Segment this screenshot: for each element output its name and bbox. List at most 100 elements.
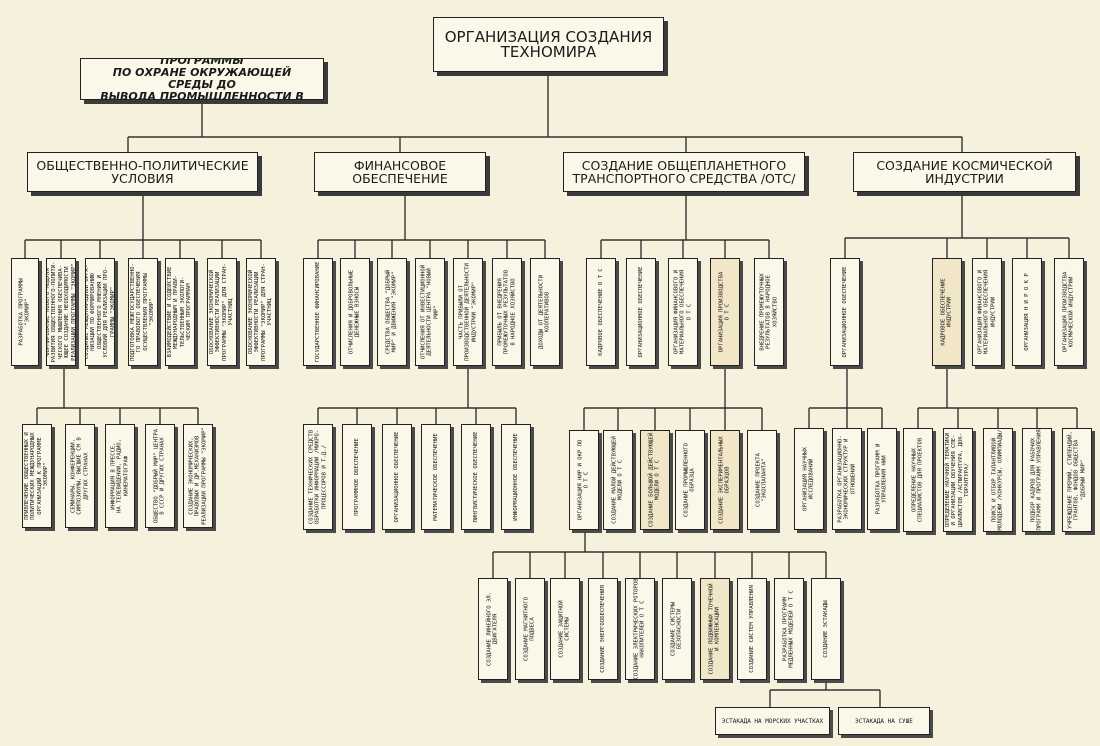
node-b3-text: СРЕДСТВА ОБЩЕСТВА "ДОБРЫЙ МИР" И ДВИЖЕНИ… (385, 269, 398, 355)
node-c4-text: ОРГАНИЗАЦИЯ ПРОИЗВОДСТВА О Т С (718, 271, 731, 353)
node-contributions: ОТЧИСЛЕНИЯ И ДОБРОВОЛЬНЫЕ ДЕНЕЖНЫЕ ВЗНОС… (340, 258, 370, 366)
node-industry-staffing: КАДРОВОЕ ОБЕСПЕЧЕНИЕ ИНДУСТРИИ (932, 258, 962, 366)
branch-4-line1: СОЗДАНИЕ КОСМИЧЕСКОЙ (876, 158, 1053, 173)
node-b1-text: ГОСУДАРСТВЕННОЕ ФИНАНСИРОВАНИЕ (314, 261, 321, 363)
branch-1-line1: ОБЩЕСТВЕННО-ПОЛИТИЧЕСКИЕ (36, 158, 249, 173)
node-j7-text: СОЗДАНИЕ ПОДВИЖНЫХ ТОЧЕЧНОЙ И КОМПЕНСАЦИ… (708, 583, 721, 675)
node-production-profit: ЧАСТЬ ПРИБЫЛИ ОТ ПРОИЗВОДСТВЕННОЙ ДЕЯТЕЛ… (453, 258, 483, 366)
node-i4-text: ПОДБОР КАДРОВ ДЛЯ РАБОЧИХ ПРОГРАММ И ПРО… (1030, 429, 1043, 531)
node-k2-text: ЭСТАКАДА НА СУШЕ (855, 717, 913, 725)
node-cooperative-income: ДОХОДЫ ОТ ДЕЯТЕЛЬНОСТИ КООПЕРАТИВОВ (530, 258, 560, 366)
node-k1-text: ЭСТАКАДА НА МОРСКИХ УЧАСТКАХ (721, 717, 824, 725)
node-d1-text: ОРГАНИЗАЦИОННОЕ ОБЕСПЕЧЕНИЕ (841, 266, 848, 358)
node-c3-text: ОРГАНИЗАЦИЯ ФИНАНСОВОГО И МАТЕРИАЛЬНОГО … (673, 269, 693, 355)
node-linguistic-support: ЛИНГВИСТИЧЕСКОЕ ОБЕСПЕЧЕНИЕ (461, 424, 491, 530)
node-industry-production: ОРГАНИЗАЦИЯ ПРОИЗВОДСТВА КОСМИЧЕСКОЙ ИНД… (1054, 258, 1084, 366)
node-i3-text: ПОИСК И ОТБОР ТАЛАНТЛИВОЙ МОЛОДЕЖИ /КОНК… (991, 429, 1004, 531)
node-program-management: РАЗРАБОТКА ПРОГРАММ И УПРАВЛЕНИЯ НИИ (867, 428, 897, 530)
programs-line1: ИНТЕНСИФИЦИРОВАННЫЕ ПРОГРАММЫ (160, 58, 244, 67)
node-ots-staffing: КАДРОВОЕ ОБЕСПЕЧЕНИЕ О Т С (586, 258, 616, 366)
node-i1-text: ОПРЕДЕЛЕНИЕ НАУЧНЫХ СПЕЦИАЛИСТОВ ДЛЯ ПРО… (911, 437, 924, 523)
node-f2-text: ПРОГРАММНОЕ ОБЕСПЕЧЕНИЕ (353, 438, 360, 516)
node-industrial-sample: СОЗДАНИЕ ПРОМЫШЛЕННОГО ОБРАЗЦА (675, 430, 705, 530)
node-f1-text: СОЗДАНИЕ ТЕХНИЧЕСКИХ СРЕДСТВ ОБРАБОТКИ И… (308, 429, 328, 525)
node-j4-text: СОЗДАНИЕ ЭНЕРГООБЕСПЕЧЕНИЯ (599, 585, 606, 673)
node-b6-text: ПРИБЫЛЬ ОТ ВНЕДРЕНИЯ ПРОМЕЖУТОЧНЫХ РЕЗУЛ… (497, 269, 517, 355)
node-c1-text: КАДРОВОЕ ОБЕСПЕЧЕНИЕ О Т С (597, 268, 604, 356)
node-define-specialists: ОПРЕДЕЛЕНИЕ НАУЧНЫХ СПЕЦИАЛИСТОВ ДЛЯ ПРО… (903, 428, 933, 532)
node-overpass: СОЗДАНИЕ ЭСТАКАДЫ (811, 578, 841, 680)
node-g4-text: СОЗДАНИЕ ПРОМЫШЛЕННОГО ОБРАЗЦА (683, 442, 696, 518)
node-g6-text: СОЗДАНИЕ ПРОЕКТА "ЭКОСПАЛАНТА" (755, 453, 768, 507)
node-a7: ОБОСНОВАНИЕ ЭКОНОМИЧЕСКОЙ ЭФФЕКТИВНОСТИ … (246, 258, 276, 366)
node-small-model: СОЗДАНИЕ МАЛОЙ ДЕЙСТВУЮЩЕЙ МОДЕЛИ О Т С (603, 430, 633, 530)
node-j3-text: СОЗДАНИЕ ЗАЩИТНОЙ СИСТЕМЫ (558, 600, 571, 658)
node-f3-text: ОРГАНИЗАЦИОННОЕ ОБЕСПЕЧЕНИЕ (393, 431, 400, 523)
node-a7-text: ОБОСНОВАНИЕ ЭКОНОМИЧЕСКОЙ ЭФФЕКТИВНОСТИ … (248, 263, 274, 361)
node-industry-finance: ОРГАНИЗАЦИЯ ФИНАНСОВОГО И МАТЕРИАЛЬНОГО … (972, 258, 1002, 366)
main-title-line1: ОРГАНИЗАЦИЯ СОЗДАНИЯ (444, 27, 653, 46)
node-d2-text: КАДРОВОЕ ОБЕСПЕЧЕНИЕ ИНДУСТРИИ (940, 278, 953, 346)
node-safety-system: СОЗДАНИЕ СИСТЕМЫ БЕЗОПАСНОСТИ (662, 578, 692, 680)
node-d3-text: ОРГАНИЗАЦИЯ ФИНАНСОВОГО И МАТЕРИАЛЬНОГО … (977, 269, 997, 355)
node-a3-text: СОЗДАНИЕ МЕЖДУНАРОДНОЙ ОРГА- НИЗАЦИИ ПО … (85, 264, 115, 360)
node-science-themes: ОПРЕДЕЛЕНИЕ НАУЧНОЙ ТЕМАТИКИ И ОРГАНИЗАЦ… (943, 428, 973, 532)
node-model-programs: РАЗРАБОТКА ПРОГРАММ МЕДЛЕННЫХ МОДЕЛЕЙ О … (774, 578, 804, 680)
node-ots-production: ОРГАНИЗАЦИЯ ПРОИЗВОДСТВА О Т С (710, 258, 740, 366)
node-software: ПРОГРАММНОЕ ОБЕСПЕЧЕНИЕ (342, 424, 372, 530)
node-j8-text: СОЗДАНИЕ СИСТЕМ УПРАВЛЕНИЯ (748, 585, 755, 673)
main-title-line2: ТЕХНОМИРА (500, 42, 597, 61)
node-mobile-compensation: СОЗДАНИЕ ПОДВИЖНЫХ ТОЧЕЧНОЙ И КОМПЕНСАЦИ… (700, 578, 730, 680)
node-i2-text: ОПРЕДЕЛЕНИЕ НАУЧНОЙ ТЕМАТИКИ И ОРГАНИЗАЦ… (945, 432, 971, 528)
node-g1-text: ОРГАНИЗАЦИЯ НИР И ОКР ПО О Т С (577, 439, 590, 521)
node-e3-text: ИНФОРМАЦИЯ В ПРЕССЕ, НА ТЕЛЕВИДЕНИИ, РАД… (110, 438, 130, 514)
node-a2-text: ФОРМИРОВАНИЕ НОВОГО МОДУЛЯ РАЗВИТИЯ ОБЩЕ… (46, 261, 76, 363)
node-magnetic-suspension: СОЗДАНИЕ МАГНИТНОГО ПОДВЕСА (515, 578, 545, 680)
node-power-supply: СОЗДАНИЕ ЭНЕРГООБЕСПЕЧЕНИЯ (588, 578, 618, 680)
node-press: ИНФОРМАЦИЯ В ПРЕССЕ, НА ТЕЛЕВИДЕНИИ, РАД… (105, 424, 135, 528)
node-a6-text: ОБОСНОВАНИЕ ЭКОНОМИЧЕСКОЙ ЭФФЕКТИВНОСТИ … (209, 263, 235, 361)
node-ots-organization: ОРГАНИЗАЦИОННОЕ ОБЕСПЕЧЕНИЕ (626, 258, 656, 366)
node-b2-text: ОТЧИСЛЕНИЯ И ДОБРОВОЛЬНЫЕ ДЕНЕЖНЫЕ ВЗНОС… (348, 269, 361, 355)
node-math-support: МАТЕМАТИЧЕСКОЕ ОБЕСПЕЧЕНИЕ (421, 424, 451, 530)
node-e2-text: СЕМИНАРЫ, КОНФЕРЕНЦИИ, СИМПОЗИУМЫ, ВЫСШИ… (70, 437, 90, 515)
node-info-hardware: СОЗДАНИЕ ТЕХНИЧЕСКИХ СРЕДСТВ ОБРАБОТКИ И… (303, 424, 333, 530)
branch-1-line2: УСЛОВИЯ (111, 171, 174, 186)
node-project-ecospalant: СОЗДАНИЕ ПРОЕКТА "ЭКОСПАЛАНТА" (747, 430, 777, 530)
node-g5-text: СОЗДАНИЕ ЭКСПЕРИМЕНТАЛЬНЫХ ОБРАЗЦОВ (718, 436, 731, 524)
node-land-overpass: ЭСТАКАДА НА СУШЕ (838, 707, 930, 735)
node-j5-text: СОЗДАНИЕ ЭЛЕКТРИЧЕСКИХ РОТОРОВ НАКОПИТЕЛ… (633, 578, 646, 680)
node-d5-text: ОРГАНИЗАЦИЯ ПРОИЗВОДСТВА КОСМИЧЕСКОЙ ИНД… (1062, 271, 1075, 353)
node-new-module: ФОРМИРОВАНИЕ НОВОГО МОДУЛЯ РАЗВИТИЯ ОБЩЕ… (46, 258, 76, 366)
node-nir-okr: ОРГАНИЗАЦИЯ Н И Р О К Р (1012, 258, 1042, 366)
node-mechanisms: СОЗДАНИЕ ЭКОНОМИЧЕСКИХ, ПРАВОВЫХ И ДР.МЕ… (183, 424, 213, 528)
node-i5-text: УЧРЕЖДЕНИЕ ПРЕМИЙ, СТИПЕНДИЙ, ГРАНТОВ, Ф… (1067, 431, 1087, 529)
branch-4-line2: ИНДУСТРИИ (925, 171, 1004, 186)
node-industry-organization: ОРГАНИЗАЦИОННОЕ ОБЕСПЕЧЕНИЕ (830, 258, 860, 366)
node-cooperation: ВЗАИМОДЕЙСТВИЕ И СОДЕЙСТВИЕ МЕЖДУНАРОДНЫ… (165, 258, 195, 366)
branch-2-line1: ФИНАНСОВОЕ (353, 158, 447, 173)
programs-line2: ПО ОХРАНЕ ОКРУЖАЮЩЕЙ СРЕДЫ ДО (112, 66, 292, 91)
node-a4-text: ПОДГОТОВКА МЕЖГОСУДАРСТВЕННО- ГО ПРАВОВО… (130, 263, 156, 361)
node-h1-text: ОРГАНИЗАЦИЯ НАУЧНЫХ ИССЛЕДОВАНИЙ (802, 447, 815, 511)
node-f6-text: ИНФОРМАЦИОННОЕ ОБЕСПЕЧЕНИЕ (512, 433, 519, 521)
node-j2-text: СОЗДАНИЕ МАГНИТНОГО ПОДВЕСА (523, 597, 536, 661)
node-sea-overpass: ЭСТАКАДА НА МОРСКИХ УЧАСТКАХ (715, 707, 830, 735)
node-e1-text: ПРИВЛЕЧЕНИЕ ОБЩЕСТВЕННЫХ И ПОЛИТИЧЕСКИХ … (24, 432, 50, 520)
node-attract-organizations: ПРИВЛЕЧЕНИЕ ОБЩЕСТВЕННЫХ И ПОЛИТИЧЕСКИХ … (22, 424, 52, 528)
node-a5-text: ВЗАИМОДЕЙСТВИЕ И СОДЕЙСТВИЕ МЕЖДУНАРОДНЫ… (167, 266, 193, 358)
node-talent-search: ПОИСК И ОТБОР ТАЛАНТЛИВОЙ МОЛОДЕЖИ /КОНК… (983, 428, 1013, 532)
node-protection-system: СОЗДАНИЕ ЗАЩИТНОЙ СИСТЕМЫ (550, 578, 580, 680)
node-state-financing: ГОСУДАРСТВЕННОЕ ФИНАНСИРОВАНИЕ (303, 258, 333, 366)
node-j1-text: СОЗДАНИЕ ЛИНЕЙНОГО ЭЛ. ДВИГАТЕЛЯ (486, 591, 499, 667)
node-g2-text: СОЗДАНИЕ МАЛОЙ ДЕЙСТВУЮЩЕЙ МОДЕЛИ О Т С (611, 436, 624, 524)
node-j6-text: СОЗДАНИЕ СИСТЕМЫ БЕЗОПАСНОСТИ (670, 602, 683, 656)
programs-line3: ВЫВОДА ПРОМЫШЛЕННОСТИ В КОСМОС (100, 90, 304, 100)
node-large-model: СОЗДАНИЕ БОЛЬШОЙ ДЕЙСТВУЮЩЕЙ МОДЕЛИ О Т … (640, 430, 670, 530)
node-linear-motor: СОЗДАНИЕ ЛИНЕЙНОГО ЭЛ. ДВИГАТЕЛЯ (478, 578, 508, 680)
node-control-systems: СОЗДАНИЕ СИСТЕМ УПРАВЛЕНИЯ (737, 578, 767, 680)
node-h2-text: РАЗРАБОТКА ОРГАНИЗАЦИОННО- ЭКОНОМИЧЕСКИХ… (837, 435, 857, 523)
